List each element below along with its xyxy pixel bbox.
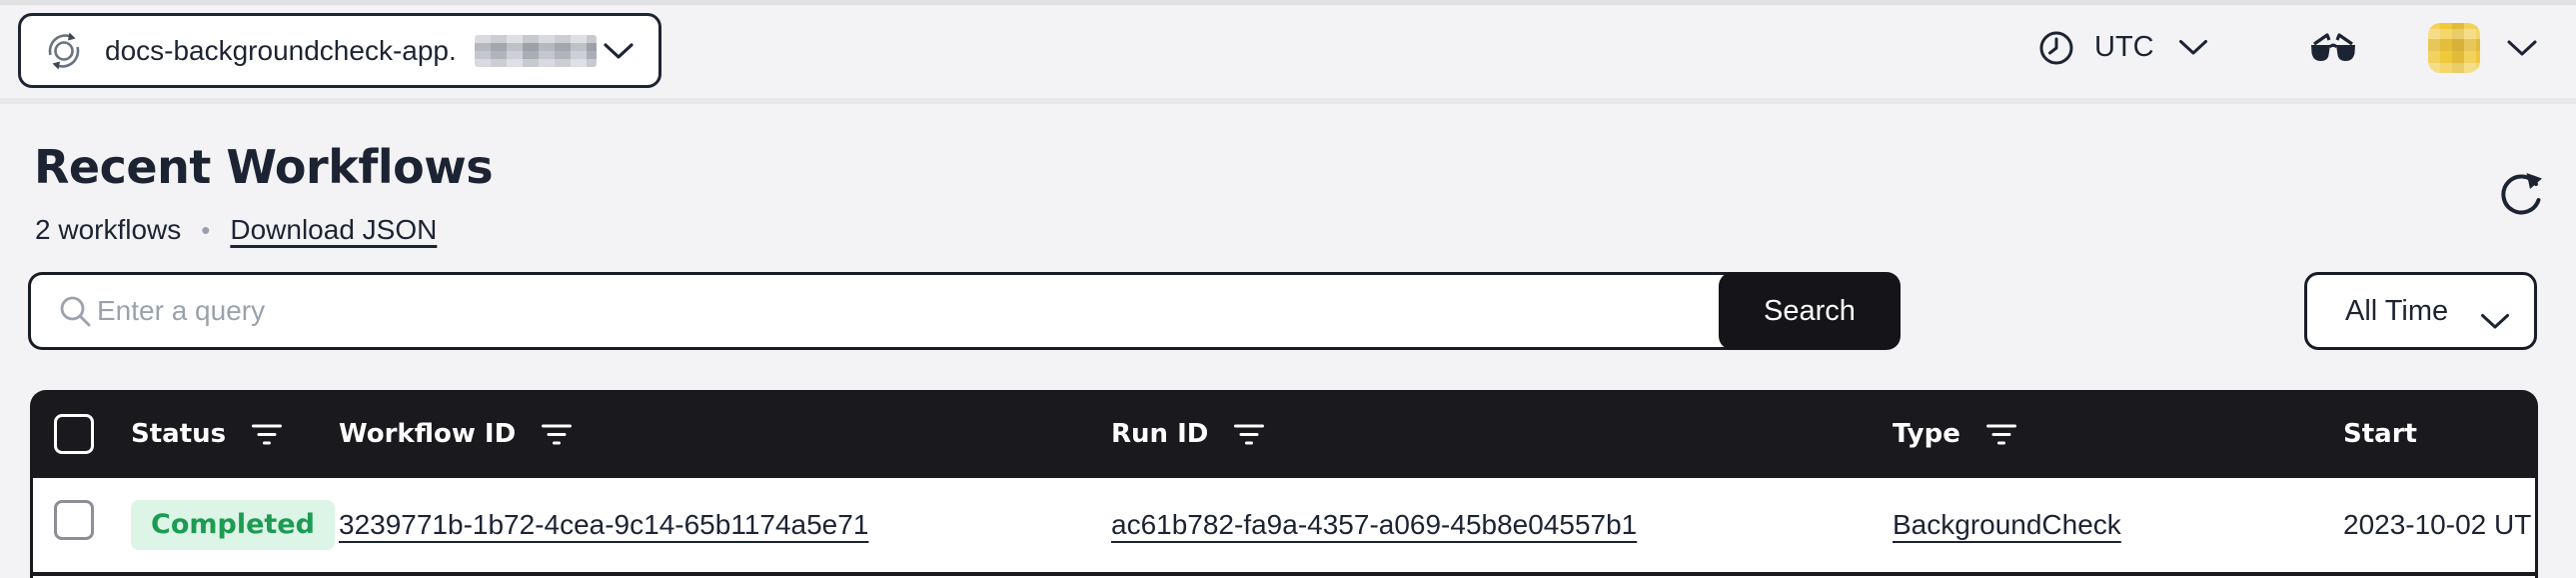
user-menu-button[interactable] <box>2506 39 2538 57</box>
workflow-id-link[interactable]: 3239771b-1b72-4cea-9c14-65b1174a5e71 <box>339 509 869 540</box>
column-label: Type <box>1893 419 1960 449</box>
subheading: 2 workflows • Download JSON <box>35 214 437 246</box>
topbar-right: UTC <box>2038 13 2538 82</box>
column-label: Start <box>2343 419 2417 449</box>
workflows-table: Status Workflow ID Run ID <box>30 390 2538 578</box>
labs-mode-button[interactable] <box>2308 31 2358 65</box>
glasses-icon <box>2308 31 2358 65</box>
column-label: Workflow ID <box>339 419 517 449</box>
timezone-label: UTC <box>2094 31 2154 63</box>
time-range-filter[interactable]: All Time <box>2304 272 2537 350</box>
namespace-label: docs-backgroundcheck-app. <box>105 34 457 66</box>
start-time: 2023-10-02 UT <box>2343 509 2532 540</box>
refresh-icon <box>2493 163 2547 223</box>
table-row[interactable]: Completed 3239771b-1b72-4cea-9c14-65b117… <box>33 478 2535 572</box>
table-header: Status Workflow ID Run ID <box>30 390 2538 478</box>
namespace-icon <box>41 28 87 74</box>
timezone-selector[interactable]: UTC <box>2038 30 2208 66</box>
filter-icon[interactable] <box>252 423 283 446</box>
column-label: Run ID <box>1111 419 1209 449</box>
column-header-start: Start <box>2343 390 2417 478</box>
workflow-id-cell: 3239771b-1b72-4cea-9c14-65b1174a5e71 <box>339 478 868 572</box>
filter-icon[interactable] <box>1234 423 1265 446</box>
namespace-redacted-text <box>474 34 597 67</box>
workflow-count: 2 workflows <box>35 214 182 245</box>
column-label: Status <box>131 419 227 449</box>
column-header-workflow-id: Workflow ID <box>339 390 573 478</box>
header-divider <box>0 98 2576 104</box>
type-cell: BackgroundCheck <box>1893 478 2121 572</box>
chevron-down-icon <box>2506 39 2538 57</box>
filter-icon[interactable] <box>542 423 573 446</box>
search-button[interactable]: Search <box>1719 272 1901 350</box>
status-cell: Completed <box>131 478 335 572</box>
query-input[interactable] <box>28 272 1733 350</box>
run-id-link[interactable]: ac61b782-fa9a-4357-a069-45b8e04557b1 <box>1111 509 1638 540</box>
type-link[interactable]: BackgroundCheck <box>1893 509 2121 540</box>
chevron-down-icon <box>603 42 635 65</box>
run-id-cell: ac61b782-fa9a-4357-a069-45b8e04557b1 <box>1111 478 1637 572</box>
chevron-down-icon <box>2480 305 2510 338</box>
time-range-value: All Time <box>2345 294 2449 327</box>
workflow-query-bar: Search <box>28 272 1901 350</box>
row-checkbox[interactable] <box>54 500 94 540</box>
namespace-selector[interactable]: docs-backgroundcheck-app. <box>18 13 661 88</box>
download-json-link[interactable]: Download JSON <box>230 214 438 245</box>
column-header-run-id: Run ID <box>1111 390 1265 478</box>
table-row-partial <box>33 576 2535 578</box>
avatar[interactable] <box>2427 22 2480 73</box>
status-badge: Completed <box>131 500 335 550</box>
page-title: Recent Workflows <box>34 140 494 194</box>
refresh-button[interactable] <box>2490 158 2550 228</box>
select-all-checkbox[interactable] <box>54 414 94 454</box>
start-cell: 2023-10-02 UT <box>2343 478 2531 572</box>
filter-icon[interactable] <box>1985 423 2016 446</box>
dot-separator: • <box>201 214 211 245</box>
chevron-down-icon <box>2178 39 2208 56</box>
column-header-type: Type <box>1893 390 2016 478</box>
clock-icon <box>2038 30 2074 66</box>
top-strip <box>0 0 2576 5</box>
column-header-status: Status <box>131 390 283 478</box>
